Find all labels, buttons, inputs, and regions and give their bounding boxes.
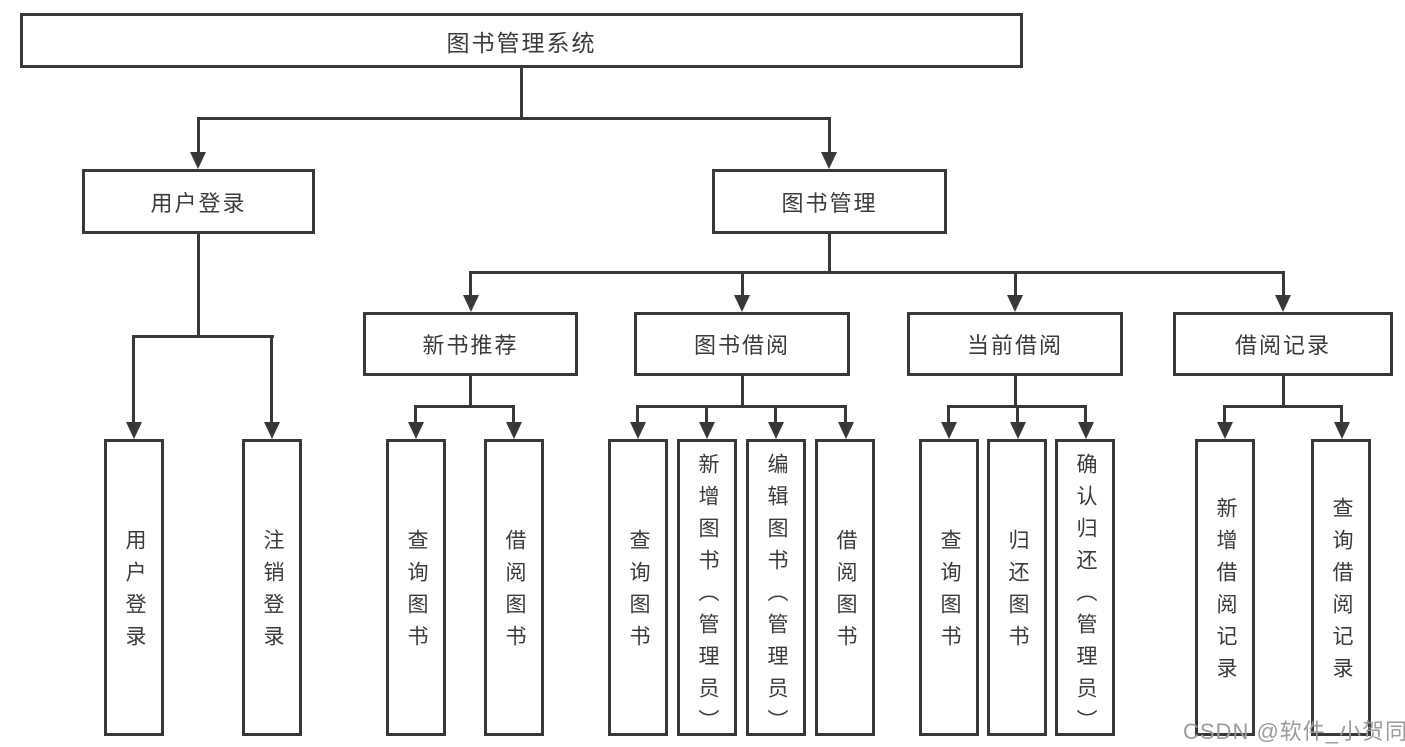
arrow-down-icon	[126, 422, 142, 439]
leaf-add-borrow-record: 新增借阅记录	[1195, 439, 1255, 736]
connector-line	[844, 405, 847, 425]
node-label: 图书借阅	[693, 333, 790, 358]
node-label: 查询借阅记录	[1330, 497, 1353, 689]
node-borrowing-records: 借阅记录	[1173, 312, 1393, 376]
connector-line	[132, 335, 274, 338]
connector-line	[414, 405, 515, 408]
node-label: 当前借阅	[966, 333, 1063, 358]
leaf-query-books-recommend: 查询图书	[386, 439, 446, 736]
connector-line	[197, 117, 200, 155]
connector-line	[741, 271, 744, 298]
connector-line	[636, 405, 847, 408]
connector-line	[512, 405, 515, 425]
node-label: 新增借阅记录	[1214, 497, 1237, 689]
node-book-borrowing: 图书借阅	[634, 312, 850, 376]
leaf-return-books: 归还图书	[987, 439, 1047, 736]
node-new-book-recommendation: 新书推荐	[363, 312, 578, 376]
connector-line	[469, 376, 472, 408]
arrow-down-icon	[1078, 422, 1094, 439]
arrow-down-icon	[264, 422, 280, 439]
node-label: 图书管理系统	[446, 29, 597, 56]
arrow-down-icon	[1217, 422, 1233, 439]
connector-line	[741, 376, 744, 408]
connector-line	[774, 405, 777, 425]
arrow-down-icon	[821, 152, 837, 169]
connector-line	[828, 234, 831, 274]
arrow-down-icon	[941, 422, 957, 439]
connector-line	[1282, 271, 1285, 298]
connector-line	[1014, 376, 1017, 408]
arrow-down-icon	[408, 422, 424, 439]
connector-line	[414, 405, 417, 425]
connector-line	[270, 335, 273, 425]
connector-line	[197, 117, 831, 120]
connector-line	[1282, 376, 1285, 408]
leaf-confirm-return-admin: 确认归还（管理员）	[1055, 439, 1115, 741]
arrow-down-icon	[190, 152, 206, 169]
node-user-login: 用户登录	[82, 169, 315, 234]
connector-line	[828, 117, 831, 155]
node-label: 用户登录	[123, 529, 146, 657]
node-book-management: 图书管理	[712, 169, 947, 234]
arrow-down-icon	[630, 422, 646, 439]
node-label: 确认归还（管理员）	[1074, 453, 1097, 741]
leaf-add-books-admin: 新增图书（管理员）	[677, 439, 737, 741]
node-label: 新书推荐	[422, 333, 519, 358]
node-label: 借阅记录	[1234, 333, 1331, 358]
leaf-user-login: 用户登录	[104, 439, 164, 736]
leaf-query-books-current: 查询图书	[919, 439, 979, 736]
node-label: 借阅图书	[834, 529, 857, 657]
arrow-down-icon	[1275, 295, 1291, 312]
node-label: 新增图书（管理员）	[696, 453, 719, 741]
csdn-watermark: CSDN @软件_小贺同学	[1183, 719, 1405, 744]
leaf-borrow-books-recommend: 借阅图书	[484, 439, 544, 736]
leaf-query-borrow-record: 查询借阅记录	[1311, 439, 1371, 736]
connector-line	[1223, 405, 1226, 425]
node-label: 查询图书	[627, 529, 650, 657]
connector-line	[1084, 405, 1087, 425]
arrow-down-icon	[463, 295, 479, 312]
node-label: 查询图书	[405, 529, 428, 657]
leaf-edit-books-admin: 编辑图书（管理员）	[746, 439, 806, 741]
connector-line	[132, 335, 135, 425]
connector-line	[469, 271, 472, 298]
leaf-logout: 注销登录	[242, 439, 302, 736]
node-label: 注销登录	[261, 529, 284, 657]
arrow-down-icon	[1334, 422, 1350, 439]
connector-line	[1223, 405, 1343, 408]
connector-line	[1016, 405, 1019, 425]
leaf-borrow-books: 借阅图书	[815, 439, 875, 736]
arrow-down-icon	[506, 422, 522, 439]
arrow-down-icon	[1007, 295, 1023, 312]
leaf-query-books-borrow: 查询图书	[608, 439, 668, 736]
node-label: 借阅图书	[503, 529, 526, 657]
node-label: 查询图书	[938, 529, 961, 657]
arrow-down-icon	[768, 422, 784, 439]
arrow-down-icon	[699, 422, 715, 439]
node-label: 图书管理	[781, 190, 878, 216]
node-root-system: 图书管理系统	[20, 13, 1023, 68]
connector-line	[1014, 271, 1017, 298]
node-label: 归还图书	[1006, 529, 1029, 657]
connector-line	[520, 66, 523, 119]
node-label: 编辑图书（管理员）	[765, 453, 788, 741]
arrow-down-icon	[1010, 422, 1026, 439]
node-current-borrowing: 当前借阅	[907, 312, 1123, 376]
connector-line	[947, 405, 950, 425]
arrow-down-icon	[734, 295, 750, 312]
connector-line	[705, 405, 708, 425]
arrow-down-icon	[838, 422, 854, 439]
connector-line	[636, 405, 639, 425]
connector-line	[197, 234, 200, 338]
connector-line	[469, 271, 1285, 274]
connector-line	[1340, 405, 1343, 425]
node-label: 用户登录	[150, 190, 247, 216]
